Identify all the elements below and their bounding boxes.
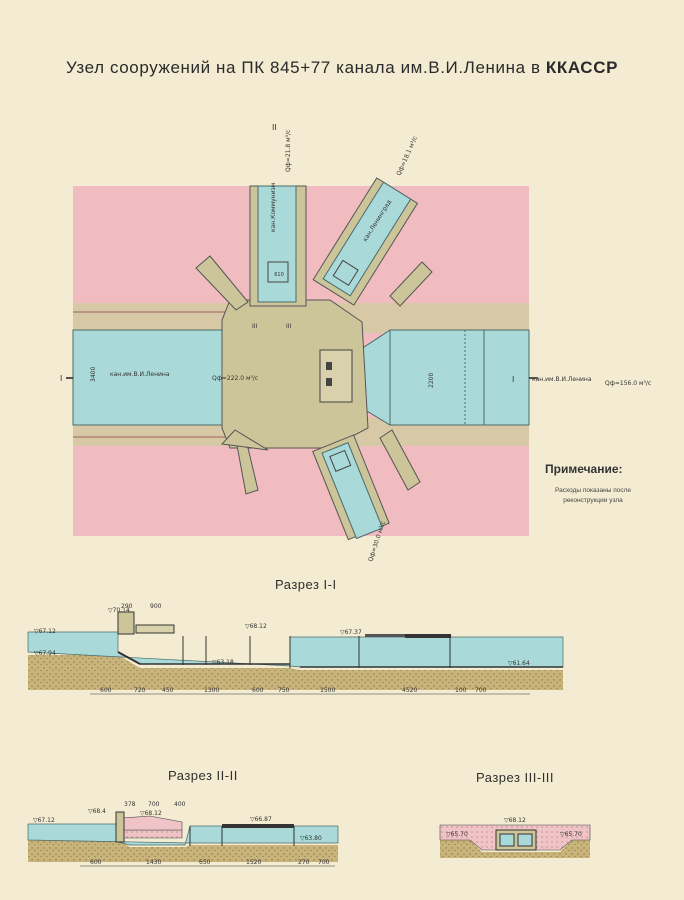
section-1-headworks bbox=[117, 611, 135, 635]
s2-elev-3: ▽67.12 bbox=[33, 817, 55, 824]
section-3-drawing: ▽68.12 ▽65.70 ▽65.70 bbox=[439, 817, 591, 858]
branch-north-label: кан.Коммунизм bbox=[270, 183, 277, 232]
section-2-drawing: ▽68.4 ▽68.12 ▽66.87 ▽67.12 ▽63.80 378 70… bbox=[27, 801, 339, 867]
wing-wall-ne bbox=[389, 261, 433, 307]
q-north-label: Qф=21.8 м³/с bbox=[285, 130, 292, 172]
s2-dim-0: 600 bbox=[90, 859, 102, 866]
cut-I-right: I bbox=[512, 375, 514, 384]
s3-elev-2: ▽65.70 bbox=[560, 831, 582, 838]
wing-wall-nw bbox=[195, 255, 249, 311]
s3-elev-1: ▽65.70 bbox=[446, 831, 468, 838]
s2-elev-1: ▽68.12 bbox=[140, 810, 162, 817]
s2-dim-1: 1430 bbox=[146, 859, 161, 866]
section-2-title: Разрез II-II bbox=[168, 768, 238, 783]
s1-elev-6: ▽63.18 bbox=[212, 659, 234, 666]
s1-dim-9: 700 bbox=[475, 687, 487, 694]
s3-elev-0: ▽68.12 bbox=[504, 817, 526, 824]
main-canal-right bbox=[351, 329, 530, 426]
note-heading: Примечание: bbox=[545, 462, 623, 476]
s1-elev-5: ▽61.64 bbox=[508, 660, 530, 667]
s2-dim-5: 700 bbox=[318, 859, 330, 866]
svg-text:610: 610 bbox=[274, 272, 284, 278]
branch-north-water bbox=[257, 185, 297, 303]
section-3-ground bbox=[440, 840, 590, 858]
s1-elev-4: ▽67.94 bbox=[34, 650, 56, 657]
s1-dim-8: 100 bbox=[455, 687, 467, 694]
branch-south-water bbox=[321, 442, 384, 540]
s2-elev-4: ▽63.80 bbox=[300, 835, 322, 842]
q-ne-label: Qф=18.1 м³/с bbox=[395, 135, 419, 177]
plan-view: 610 I I II III III кан.им.В.И.Ленина bbox=[60, 123, 651, 563]
width-left-label: 3400 bbox=[90, 367, 97, 382]
s1-elev-3: ▽67.12 bbox=[34, 628, 56, 635]
s1-dim-5: 750 bbox=[278, 687, 290, 694]
s2-dim-4: 270 bbox=[298, 859, 310, 866]
wing-wall-se bbox=[379, 429, 421, 491]
note-text: Расходы показаны после реконструкции узл… bbox=[554, 487, 632, 504]
s1-elev-0: ▽70.14 bbox=[108, 607, 130, 614]
cut-II-top: II bbox=[272, 123, 277, 132]
title-text: Узел сооружений на ПК 845+77 канала им.В… bbox=[65, 58, 546, 77]
s1-top-dim-0: 290 bbox=[121, 603, 133, 610]
section-3-title: Разрез III-III bbox=[476, 770, 555, 785]
s1-dim-7: 4520 bbox=[402, 687, 417, 694]
title-region: ККАССР bbox=[545, 58, 619, 77]
s2-dim-3: 1520 bbox=[246, 859, 261, 866]
s2-top-dim-1: 700 bbox=[148, 801, 160, 808]
s1-elev-2: ▽67.37 bbox=[340, 629, 362, 636]
cut-I-left: I bbox=[60, 374, 62, 383]
section-2-ground bbox=[28, 840, 338, 862]
section-2-headworks bbox=[115, 811, 125, 843]
q-right-label: Qф=156.0 м³/с bbox=[605, 380, 651, 387]
s1-dim-6: 1500 bbox=[320, 687, 335, 694]
cut-III-right: III bbox=[286, 323, 292, 330]
q-left-label: Qф=222.0 м³/с bbox=[212, 375, 258, 382]
main-canal-right-label: кан.им.В.И.Ленина bbox=[532, 376, 592, 383]
section-1-drawing: ▽70.14 ▽68.12 ▽67.37 ▽67.12 ▽67.94 ▽61.6… bbox=[27, 603, 564, 695]
s1-dim-3: 1300 bbox=[204, 687, 219, 694]
s2-dim-2: 650 bbox=[199, 859, 211, 866]
s1-dim-2: 450 bbox=[162, 687, 174, 694]
s2-elev-0: ▽68.4 bbox=[88, 808, 106, 815]
wing-wall-w bbox=[220, 429, 269, 451]
drawing-title: Узел сооружений на ПК 845+77 канала им.В… bbox=[0, 58, 684, 78]
width-right-label: 2200 bbox=[428, 373, 435, 388]
s1-dim-4: 600 bbox=[252, 687, 264, 694]
main-canal-left-label: кан.им.В.И.Ленина bbox=[110, 371, 170, 378]
section-1-ground bbox=[28, 655, 563, 690]
s2-top-dim-2: 400 bbox=[174, 801, 186, 808]
s1-elev-1: ▽68.12 bbox=[245, 623, 267, 630]
branch-ne-water bbox=[322, 181, 412, 297]
s1-dim-1: 720 bbox=[134, 687, 146, 694]
s1-dim-0: 600 bbox=[100, 687, 112, 694]
s2-elev-2: ▽66.87 bbox=[250, 816, 272, 823]
s2-top-dim-0: 378 bbox=[124, 801, 136, 808]
section-2-pink-fill bbox=[121, 829, 183, 839]
s1-top-dim-1: 900 bbox=[150, 603, 162, 610]
section-1-title: Разрез I-I bbox=[275, 577, 337, 592]
cut-III-left: III bbox=[252, 323, 258, 330]
